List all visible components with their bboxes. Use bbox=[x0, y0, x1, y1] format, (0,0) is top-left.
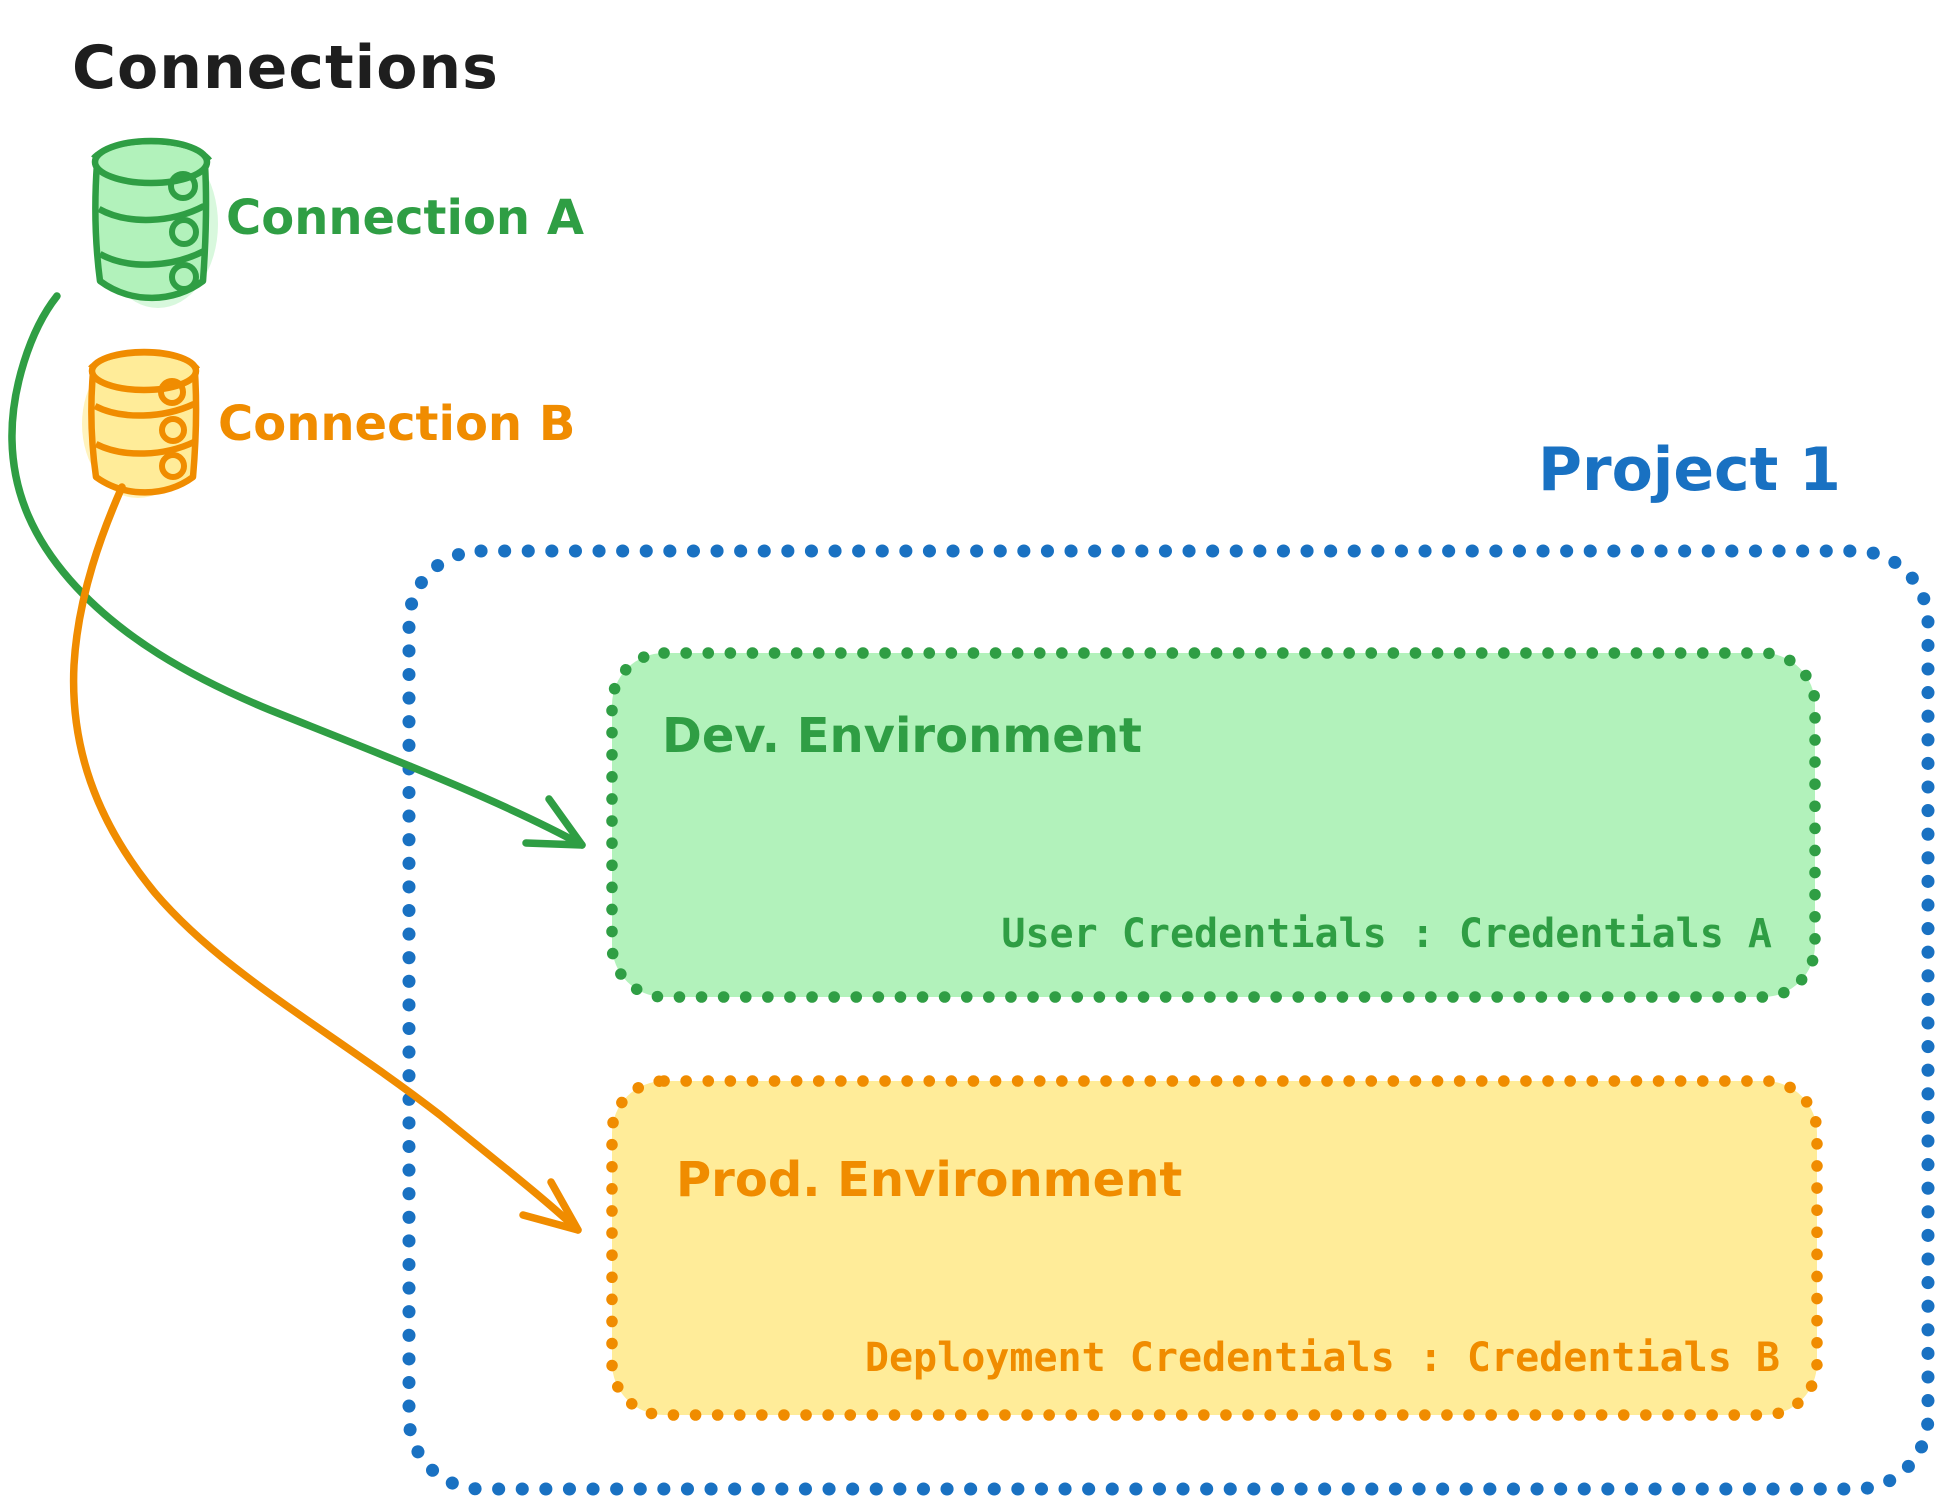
arrow-connection-b-to-prod bbox=[69, 483, 582, 1234]
arrowhead bbox=[519, 1178, 582, 1234]
db-b-divider bbox=[94, 439, 196, 457]
connection-b-label: Connection B bbox=[218, 396, 575, 452]
arrowhead bbox=[522, 795, 586, 849]
diagram-title: Connections bbox=[72, 33, 499, 103]
db-a-divider bbox=[97, 203, 206, 224]
project-label: Project 1 bbox=[1538, 435, 1841, 505]
db-b-light bbox=[159, 452, 187, 480]
dev-environment-box bbox=[606, 647, 1821, 1003]
db-a-divider bbox=[98, 248, 206, 268]
prod-environment-credentials: Deployment Credentials : Credentials B bbox=[865, 1335, 1780, 1381]
arrow-shaft bbox=[8, 292, 586, 849]
prod-environment-box bbox=[606, 1075, 1823, 1421]
dev-environment-label: Dev. Environment bbox=[662, 708, 1142, 764]
arrow-shaft bbox=[69, 483, 582, 1234]
dev-environment-credentials: User Credentials : Credentials A bbox=[1001, 911, 1772, 957]
db-b-divider bbox=[93, 401, 196, 419]
db-a-light bbox=[168, 171, 198, 201]
db-a-light bbox=[169, 262, 199, 292]
database-icon-connection-a bbox=[91, 137, 218, 308]
db-a-sketch-stroke bbox=[91, 139, 212, 162]
db-b-sketch-stroke bbox=[88, 350, 200, 371]
arrow-connection-a-to-dev bbox=[8, 292, 586, 849]
connection-a-label: Connection A bbox=[226, 190, 584, 246]
prod-environment-label: Prod. Environment bbox=[676, 1152, 1182, 1208]
project-box bbox=[402, 544, 1935, 1496]
database-icon-connection-b bbox=[82, 348, 200, 498]
db-a-light bbox=[169, 217, 199, 247]
db-b-light bbox=[158, 378, 186, 406]
db-b-light bbox=[159, 416, 187, 444]
